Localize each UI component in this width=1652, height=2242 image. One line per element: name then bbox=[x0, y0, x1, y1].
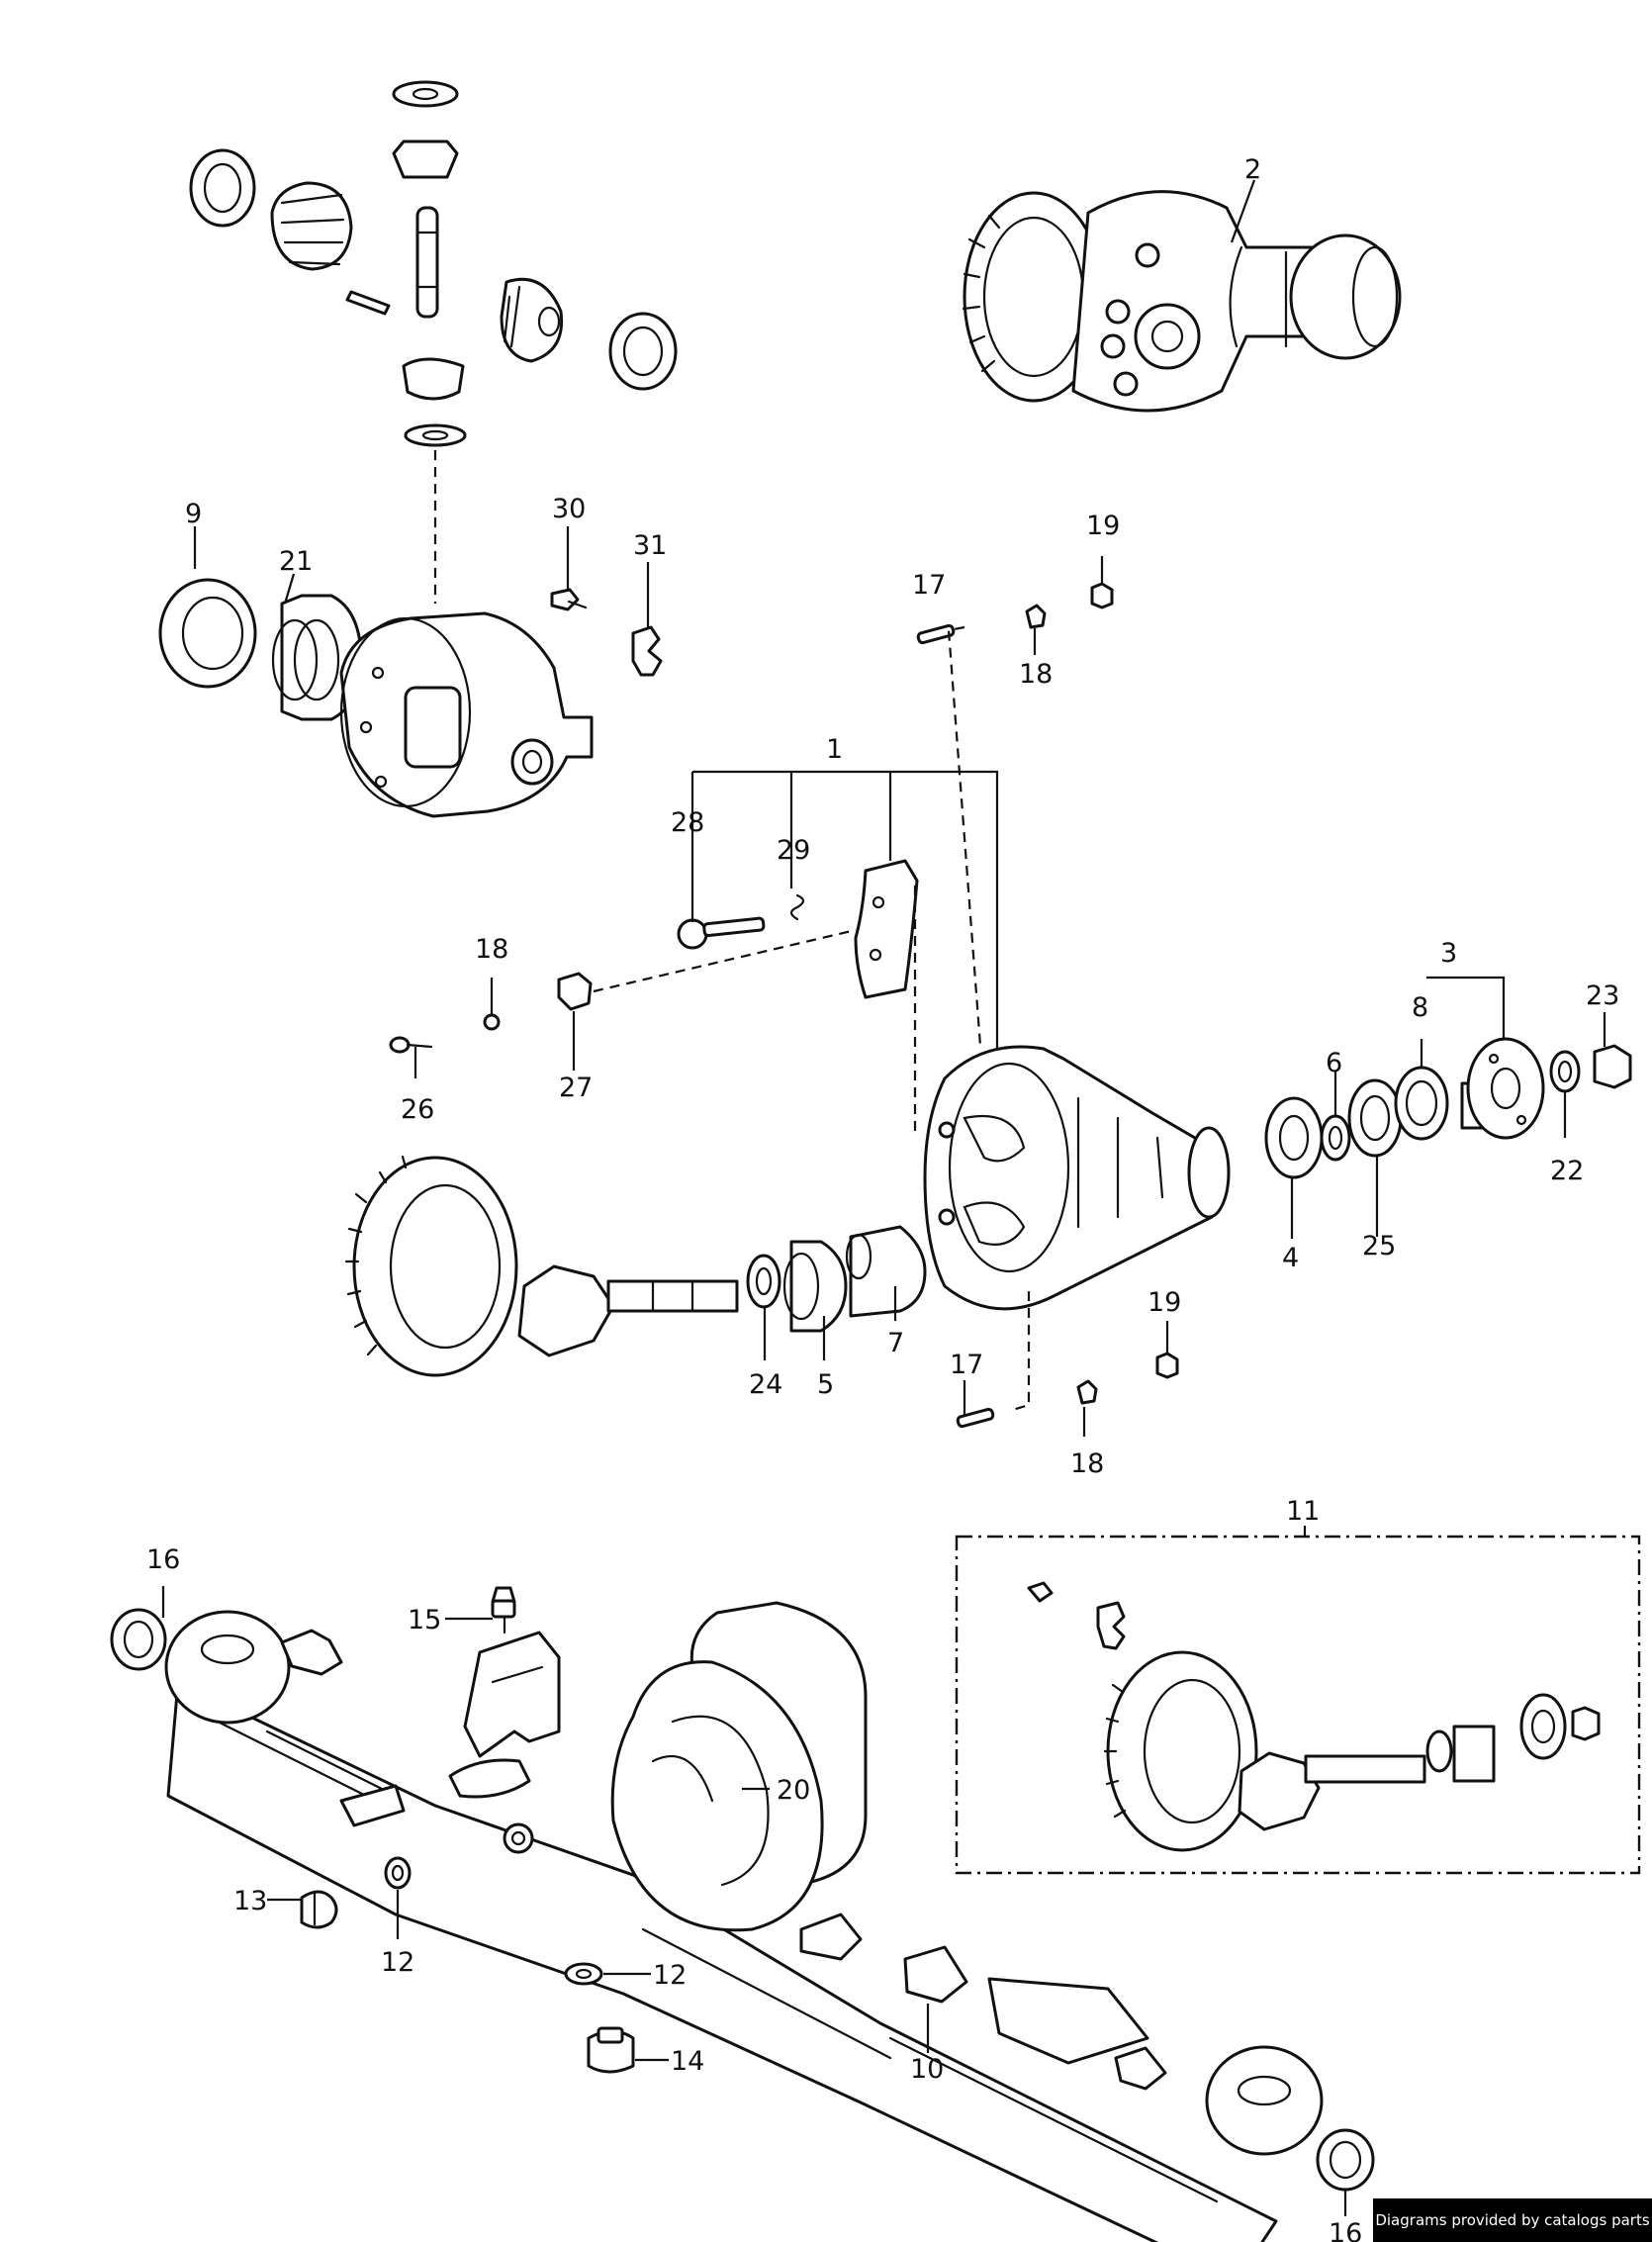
callout-17: 17 bbox=[912, 570, 946, 601]
callout-7: 7 bbox=[887, 1328, 904, 1358]
callout-29: 29 bbox=[777, 835, 810, 866]
callout-15: 15 bbox=[408, 1605, 441, 1635]
nut-18-lower bbox=[1076, 1379, 1098, 1405]
callout-4: 4 bbox=[1282, 1243, 1299, 1273]
leader-lines bbox=[161, 179, 1606, 2216]
callout-17: 17 bbox=[950, 1350, 983, 1380]
callout-18: 18 bbox=[1070, 1448, 1104, 1479]
callout-12: 12 bbox=[653, 1960, 687, 1991]
bolt-28 bbox=[677, 916, 766, 950]
callout-9: 9 bbox=[185, 499, 202, 529]
differential-case bbox=[339, 611, 594, 818]
breather-15 bbox=[491, 1586, 516, 1619]
washer-22 bbox=[1549, 1050, 1581, 1093]
callout-28: 28 bbox=[671, 807, 704, 838]
assembly-axis-line bbox=[593, 928, 857, 993]
differential-gear-set bbox=[189, 80, 678, 447]
pinion-bearing-4 bbox=[1264, 1096, 1324, 1179]
callout-30: 30 bbox=[552, 494, 586, 524]
callout-8: 8 bbox=[1412, 992, 1428, 1023]
shim-24 bbox=[746, 1254, 781, 1309]
callout-24: 24 bbox=[749, 1369, 782, 1400]
ring-and-pinion-gear bbox=[344, 1155, 739, 1377]
bearing-25 bbox=[1347, 1078, 1403, 1158]
filler-plug-14 bbox=[587, 2026, 635, 2074]
axle-housing bbox=[164, 1601, 1324, 2242]
pinion-bearing-5 bbox=[782, 1240, 848, 1333]
bolt-26 bbox=[389, 1036, 433, 1054]
side-bearing-set bbox=[158, 578, 363, 721]
footer-credit: Diagrams provided by catalogs parts bbox=[1373, 2198, 1652, 2242]
callout-22: 22 bbox=[1550, 1156, 1584, 1186]
callout-11: 11 bbox=[1286, 1496, 1320, 1527]
axle-seal-16-right bbox=[1316, 2128, 1375, 2192]
ring-pinion-kit-box bbox=[955, 1535, 1641, 1875]
companion-flange bbox=[1460, 1037, 1545, 1140]
callout-2: 2 bbox=[1244, 154, 1261, 185]
callout-18: 18 bbox=[475, 934, 508, 965]
callout-12: 12 bbox=[381, 1947, 414, 1978]
adjuster-27 bbox=[557, 972, 593, 1011]
callout-31: 31 bbox=[633, 530, 667, 561]
assembly-axis-line bbox=[947, 625, 982, 1047]
nut-18-mid bbox=[483, 1013, 501, 1031]
callout-16: 16 bbox=[1329, 2218, 1362, 2242]
callout-21: 21 bbox=[279, 546, 313, 577]
callout-16: 16 bbox=[146, 1544, 180, 1575]
oil-seal-8 bbox=[1394, 1066, 1449, 1141]
nut-23 bbox=[1593, 1044, 1632, 1089]
callout-19: 19 bbox=[1086, 511, 1120, 541]
callout-3: 3 bbox=[1440, 938, 1457, 969]
callout-23: 23 bbox=[1586, 981, 1619, 1011]
lock-washer-29 bbox=[789, 893, 805, 921]
gasket-12-lower bbox=[564, 1962, 603, 1986]
callout-13: 13 bbox=[233, 1886, 267, 1916]
axle-seal-16-left bbox=[110, 1608, 167, 1671]
bolt-30 bbox=[550, 588, 588, 611]
callout-26: 26 bbox=[401, 1094, 434, 1125]
assembly-axis-line bbox=[1008, 1291, 1031, 1413]
drain-plug-13 bbox=[300, 1890, 338, 1929]
lock-plate-31 bbox=[631, 625, 663, 677]
differential-carrier-assembly bbox=[962, 190, 1402, 413]
pin-17-lower bbox=[956, 1407, 995, 1429]
nut-19-lower bbox=[1155, 1352, 1179, 1379]
nut-19-upper bbox=[1090, 582, 1114, 609]
callout-6: 6 bbox=[1326, 1048, 1342, 1078]
callout-27: 27 bbox=[559, 1073, 593, 1103]
callout-14: 14 bbox=[671, 2046, 704, 2077]
callout-10: 10 bbox=[910, 2054, 944, 2085]
callout-18: 18 bbox=[1019, 659, 1053, 690]
carrier-housing bbox=[923, 1045, 1231, 1311]
callout-19: 19 bbox=[1147, 1287, 1181, 1318]
pin-17-upper bbox=[916, 623, 956, 645]
collapsible-spacer-7 bbox=[845, 1225, 927, 1318]
callout-1: 1 bbox=[826, 734, 843, 765]
gasket-12-upper bbox=[384, 1856, 412, 1890]
callout-25: 25 bbox=[1362, 1231, 1396, 1261]
callout-20: 20 bbox=[777, 1775, 810, 1806]
bearing-cap bbox=[854, 859, 919, 999]
nut-18-upper bbox=[1025, 604, 1047, 629]
spacer-6 bbox=[1320, 1114, 1351, 1162]
callout-5: 5 bbox=[817, 1369, 834, 1400]
callout-labels: 2 9 21 30 31 19 17 18 1 28 29 18 26 27 3… bbox=[146, 154, 1619, 2242]
